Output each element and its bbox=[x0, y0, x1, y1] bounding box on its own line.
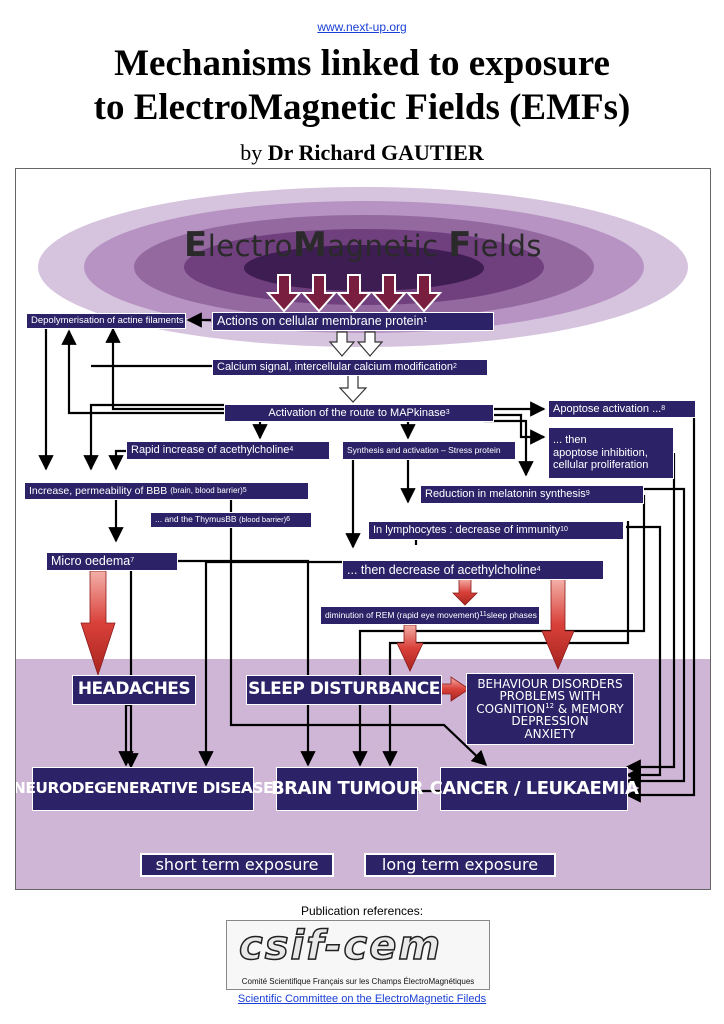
actions-ref: 1 bbox=[423, 317, 428, 325]
rem-label-suffix: sleep phases bbox=[486, 609, 537, 620]
bbb-ref: 5 bbox=[242, 486, 247, 494]
title-line-2: to ElectroMagnetic Fields (EMFs) bbox=[93, 87, 631, 128]
behaviour-line-1: BEHAVIOUR DISORDERS bbox=[477, 676, 623, 691]
thymus-label: ... and the ThymusBB bbox=[155, 514, 237, 525]
scientific-committee-link[interactable]: Scientific Committee on the ElectroMagne… bbox=[237, 993, 487, 1005]
node-apoptose-activation: Apoptose activation ...8 bbox=[548, 400, 696, 418]
outcome-sleep-disturbance: SLEEP DISTURBANCE bbox=[246, 675, 442, 705]
outcome-brain-tumour: BRAIN TUMOUR bbox=[271, 767, 424, 811]
behaviour-ref: 12 bbox=[545, 701, 555, 710]
node-calcium-signal: Calcium signal, intercellular calcium mo… bbox=[212, 359, 488, 376]
mechanism-diagram: ElectroMagnetic Fields bbox=[15, 168, 711, 890]
bbb-small: (brain, blood barrier) bbox=[170, 486, 243, 496]
emf-title-ields: ields bbox=[472, 229, 543, 263]
emf-title-e: E bbox=[183, 225, 208, 265]
short-term-label: short term exposure bbox=[155, 854, 319, 874]
decrease-ach-label: ... then decrease of acethylcholine bbox=[347, 562, 537, 577]
page-title: Mechanisms linked to exposure to Electro… bbox=[0, 42, 724, 130]
melatonin-ref: 9 bbox=[585, 490, 590, 498]
behaviour-line-3: COGNITION12 & MEMORY bbox=[476, 701, 624, 716]
logo-wordmark: csif-cem bbox=[238, 922, 443, 970]
actions-label: Actions on cellular membrane protein bbox=[217, 314, 424, 329]
logo-subtitle: Comité Scientifique Français sur les Cha… bbox=[241, 977, 475, 986]
apoptose-inhibition-line-3: cellular proliferation bbox=[553, 459, 649, 472]
headaches-label: HEADACHES bbox=[77, 679, 191, 700]
emf-title-lectro: lectro bbox=[207, 229, 293, 263]
outcome-headaches: HEADACHES bbox=[72, 675, 196, 705]
outcome-behaviour-disorders: BEHAVIOUR DISORDERS PROBLEMS WITH COGNIT… bbox=[466, 673, 634, 745]
node-stress-protein: Synthesis and activation – Stress protei… bbox=[342, 441, 516, 460]
synthesis-label: Synthesis and activation – Stress protei… bbox=[347, 444, 501, 455]
by-prefix: by bbox=[240, 140, 263, 165]
rapid-increase-ref: 4 bbox=[289, 446, 294, 454]
thymus-ref: 6 bbox=[286, 515, 290, 523]
lymphocytes-label: In lymphocytes : decrease of immunity bbox=[373, 524, 561, 537]
outcome-cancer-leukaemia: CANCER / LEUKAEMIA bbox=[430, 767, 639, 811]
title-line-1: Mechanisms linked to exposure bbox=[114, 43, 610, 84]
next-up-link[interactable]: www.next-up.org bbox=[317, 20, 407, 34]
behaviour-line-2: PROBLEMS WITH bbox=[499, 689, 601, 704]
emf-down-arrows bbox=[265, 274, 443, 313]
cancer-label: CANCER / LEUKAEMIA bbox=[429, 777, 639, 799]
publication-references-label: Publication references: bbox=[300, 904, 424, 918]
rem-ref: 11 bbox=[479, 611, 487, 619]
activation-ref: 3 bbox=[445, 408, 450, 416]
outcome-neurodegenerative: NEURODEGENERATIVE DISEASE bbox=[16, 767, 274, 811]
behaviour-line-5: ANXIETY bbox=[524, 726, 576, 741]
neuro-label: NEURODEGENERATIVE DISEASE bbox=[15, 779, 274, 798]
apoptose-inhibition-line-2: apoptose inhibition, bbox=[553, 446, 648, 459]
node-rem-diminution: diminution of REM (rapid eye movement)11… bbox=[320, 606, 540, 625]
apoptose-activation-ref: 8 bbox=[661, 404, 666, 412]
bbb-label: Increase, permeability of BBB bbox=[29, 484, 168, 497]
sleep-label: SLEEP DISTURBANCE bbox=[248, 679, 440, 700]
calcium-ref: 2 bbox=[452, 363, 457, 371]
rapid-increase-label: Rapid increase of acethylcholine bbox=[131, 444, 290, 457]
short-term-exposure: short term exposure bbox=[140, 853, 334, 877]
oedema-label: Micro oedema bbox=[51, 554, 131, 569]
author-byline: by Dr Richard GAUTIER bbox=[0, 140, 724, 166]
red-arrows bbox=[80, 570, 575, 702]
lymphocytes-ref: 10 bbox=[560, 526, 568, 534]
node-apoptose-inhibition: ... then apoptose inhibition, cellular p… bbox=[548, 427, 674, 479]
white-arrows bbox=[328, 331, 384, 403]
node-bbb-permeability: Increase, permeability of BBB (brain, bl… bbox=[24, 482, 309, 500]
activation-label: Activation of the route to MAPkinase bbox=[268, 406, 446, 419]
behaviour-memory: & MEMORY bbox=[554, 701, 624, 716]
emf-title-agnetic: agnetic bbox=[327, 229, 449, 263]
thymus-small: (blood barrier) bbox=[238, 514, 287, 524]
node-thymus-barrier: ... and the ThymusBB (blood barrier)6 bbox=[150, 512, 312, 528]
emf-title-f: F bbox=[448, 225, 473, 265]
brain-label: BRAIN TUMOUR bbox=[270, 777, 424, 799]
apoptose-inhibition-line-1: ... then bbox=[553, 434, 587, 447]
emf-title: ElectroMagnetic Fields bbox=[16, 225, 710, 265]
emf-title-m: M bbox=[292, 225, 328, 265]
melatonin-label: Reduction in melatonin synthesis bbox=[425, 488, 586, 501]
decrease-ach-ref: 4 bbox=[536, 565, 541, 573]
author-name: Dr Richard GAUTIER bbox=[267, 140, 484, 165]
oedema-ref: 7 bbox=[130, 557, 135, 565]
long-term-label: long term exposure bbox=[381, 854, 539, 874]
rem-label: diminution of REM (rapid eye movement) bbox=[325, 609, 480, 620]
connector-arrows bbox=[38, 274, 696, 803]
node-depolymerisation: Depolymerisation of actine filaments bbox=[26, 313, 186, 329]
long-term-exposure: long term exposure bbox=[364, 853, 556, 877]
apoptose-activation-label: Apoptose activation ... bbox=[553, 402, 662, 415]
csif-cem-logo: csif-cem Comité Scientifique Français su… bbox=[226, 920, 490, 990]
behaviour-line-4: DEPRESSION bbox=[511, 714, 589, 729]
depolymerisation-label: Depolymerisation of actine filaments bbox=[31, 314, 184, 326]
calcium-label: Calcium signal, intercellular calcium mo… bbox=[217, 361, 453, 374]
behaviour-cognition: COGNITION bbox=[476, 701, 546, 716]
